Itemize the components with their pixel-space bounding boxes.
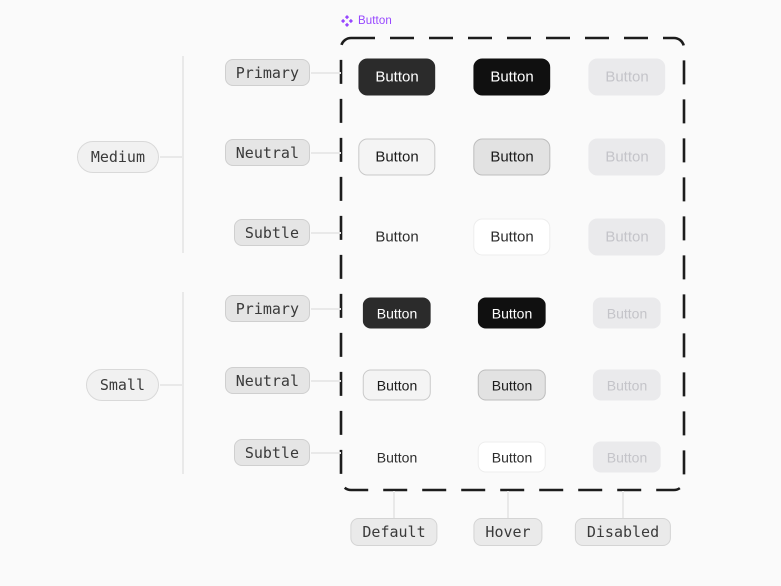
connector-line bbox=[311, 380, 341, 382]
button-small-primary-disabled[interactable]: Button bbox=[592, 297, 662, 329]
button-small-neutral-hover[interactable]: Button bbox=[477, 369, 547, 401]
button-small-primary-default[interactable]: Button bbox=[362, 297, 432, 329]
connector-line-small-stub bbox=[160, 384, 182, 386]
connector-line bbox=[311, 452, 341, 454]
connector-line-medium-stub bbox=[160, 156, 182, 158]
state-label-hover: Hover bbox=[473, 518, 543, 546]
button-small-neutral-disabled[interactable]: Button bbox=[592, 369, 662, 401]
button-medium-primary-hover[interactable]: Button bbox=[473, 58, 551, 96]
button-medium-subtle-disabled[interactable]: Button bbox=[588, 218, 666, 256]
variant-label-medium-subtle: Subtle bbox=[233, 219, 310, 246]
button-small-neutral-default[interactable]: Button bbox=[362, 369, 432, 401]
button-small-primary-hover[interactable]: Button bbox=[477, 297, 547, 329]
connector-line bbox=[311, 232, 341, 234]
component-spec-frame bbox=[339, 36, 686, 492]
connector-line-state-default bbox=[393, 491, 395, 518]
button-small-subtle-hover[interactable]: Button bbox=[477, 441, 547, 473]
button-medium-primary-disabled[interactable]: Button bbox=[588, 58, 666, 96]
connector-line-state-hover bbox=[507, 491, 509, 518]
state-label-default: Default bbox=[350, 518, 438, 546]
button-medium-subtle-hover[interactable]: Button bbox=[473, 218, 551, 256]
variant-label-medium-neutral: Neutral bbox=[224, 139, 310, 166]
connector-line bbox=[311, 152, 341, 154]
button-medium-neutral-hover[interactable]: Button bbox=[473, 138, 551, 176]
button-medium-subtle-default[interactable]: Button bbox=[375, 228, 419, 246]
variant-label-small-subtle: Subtle bbox=[233, 439, 310, 466]
size-label-medium: Medium bbox=[76, 141, 159, 173]
component-label: Button bbox=[341, 15, 392, 27]
button-small-subtle-default[interactable]: Button bbox=[376, 449, 418, 465]
button-medium-neutral-default[interactable]: Button bbox=[358, 138, 436, 176]
connector-line-state-disabled bbox=[622, 491, 624, 518]
component-name: Button bbox=[358, 15, 392, 27]
button-medium-primary-default[interactable]: Button bbox=[358, 58, 436, 96]
state-label-disabled: Disabled bbox=[574, 518, 672, 546]
variant-label-small-primary: Primary bbox=[224, 295, 310, 322]
connector-line-small-group bbox=[182, 292, 184, 474]
button-medium-neutral-disabled[interactable]: Button bbox=[588, 138, 666, 176]
connector-line bbox=[311, 308, 341, 310]
variant-label-small-neutral: Neutral bbox=[224, 367, 310, 394]
connector-line bbox=[311, 72, 341, 74]
button-small-subtle-disabled[interactable]: Button bbox=[592, 441, 662, 473]
component-icon bbox=[341, 15, 353, 27]
variant-label-medium-primary: Primary bbox=[224, 59, 310, 86]
size-label-small: Small bbox=[85, 369, 159, 401]
connector-line-medium-group bbox=[182, 56, 184, 253]
